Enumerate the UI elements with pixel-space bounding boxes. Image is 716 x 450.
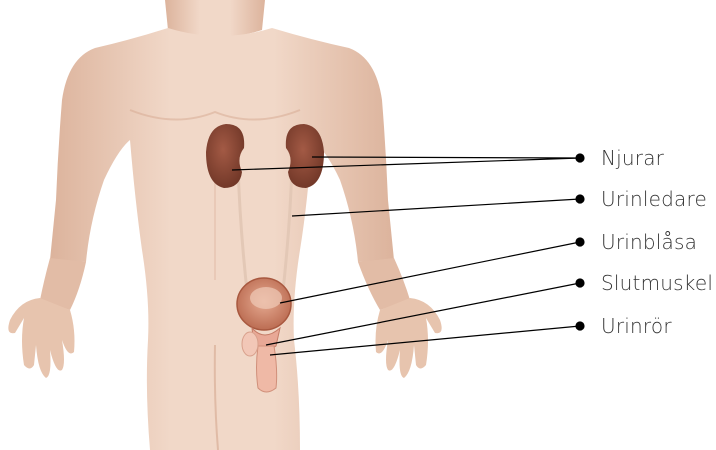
testes: [242, 332, 258, 356]
leader-dot-sphincter: [576, 279, 584, 287]
urethra-organ: [257, 346, 277, 392]
label-bladder: Urinblåsa: [601, 230, 697, 254]
leader-dot-kidneys: [576, 154, 584, 162]
leader-dot-bladder: [576, 238, 584, 246]
torso: [50, 28, 394, 450]
bladder-opening: [250, 287, 282, 309]
label-sphincter: Slutmuskel: [601, 271, 713, 295]
label-urethra: Urinrör: [601, 314, 672, 338]
right-kidney: [286, 124, 324, 188]
left-kidney: [206, 124, 244, 188]
leader-line-bladder: [280, 242, 580, 303]
label-ureters: Urinledare: [601, 187, 707, 211]
label-kidneys: Njurar: [601, 146, 664, 170]
leader-dot-urethra: [576, 322, 584, 330]
leader-dot-ureters: [576, 195, 584, 203]
left-hand: [8, 298, 74, 378]
right-hand: [376, 298, 442, 378]
leader-line-ureters: [292, 199, 580, 216]
body-silhouette: [8, 0, 441, 450]
